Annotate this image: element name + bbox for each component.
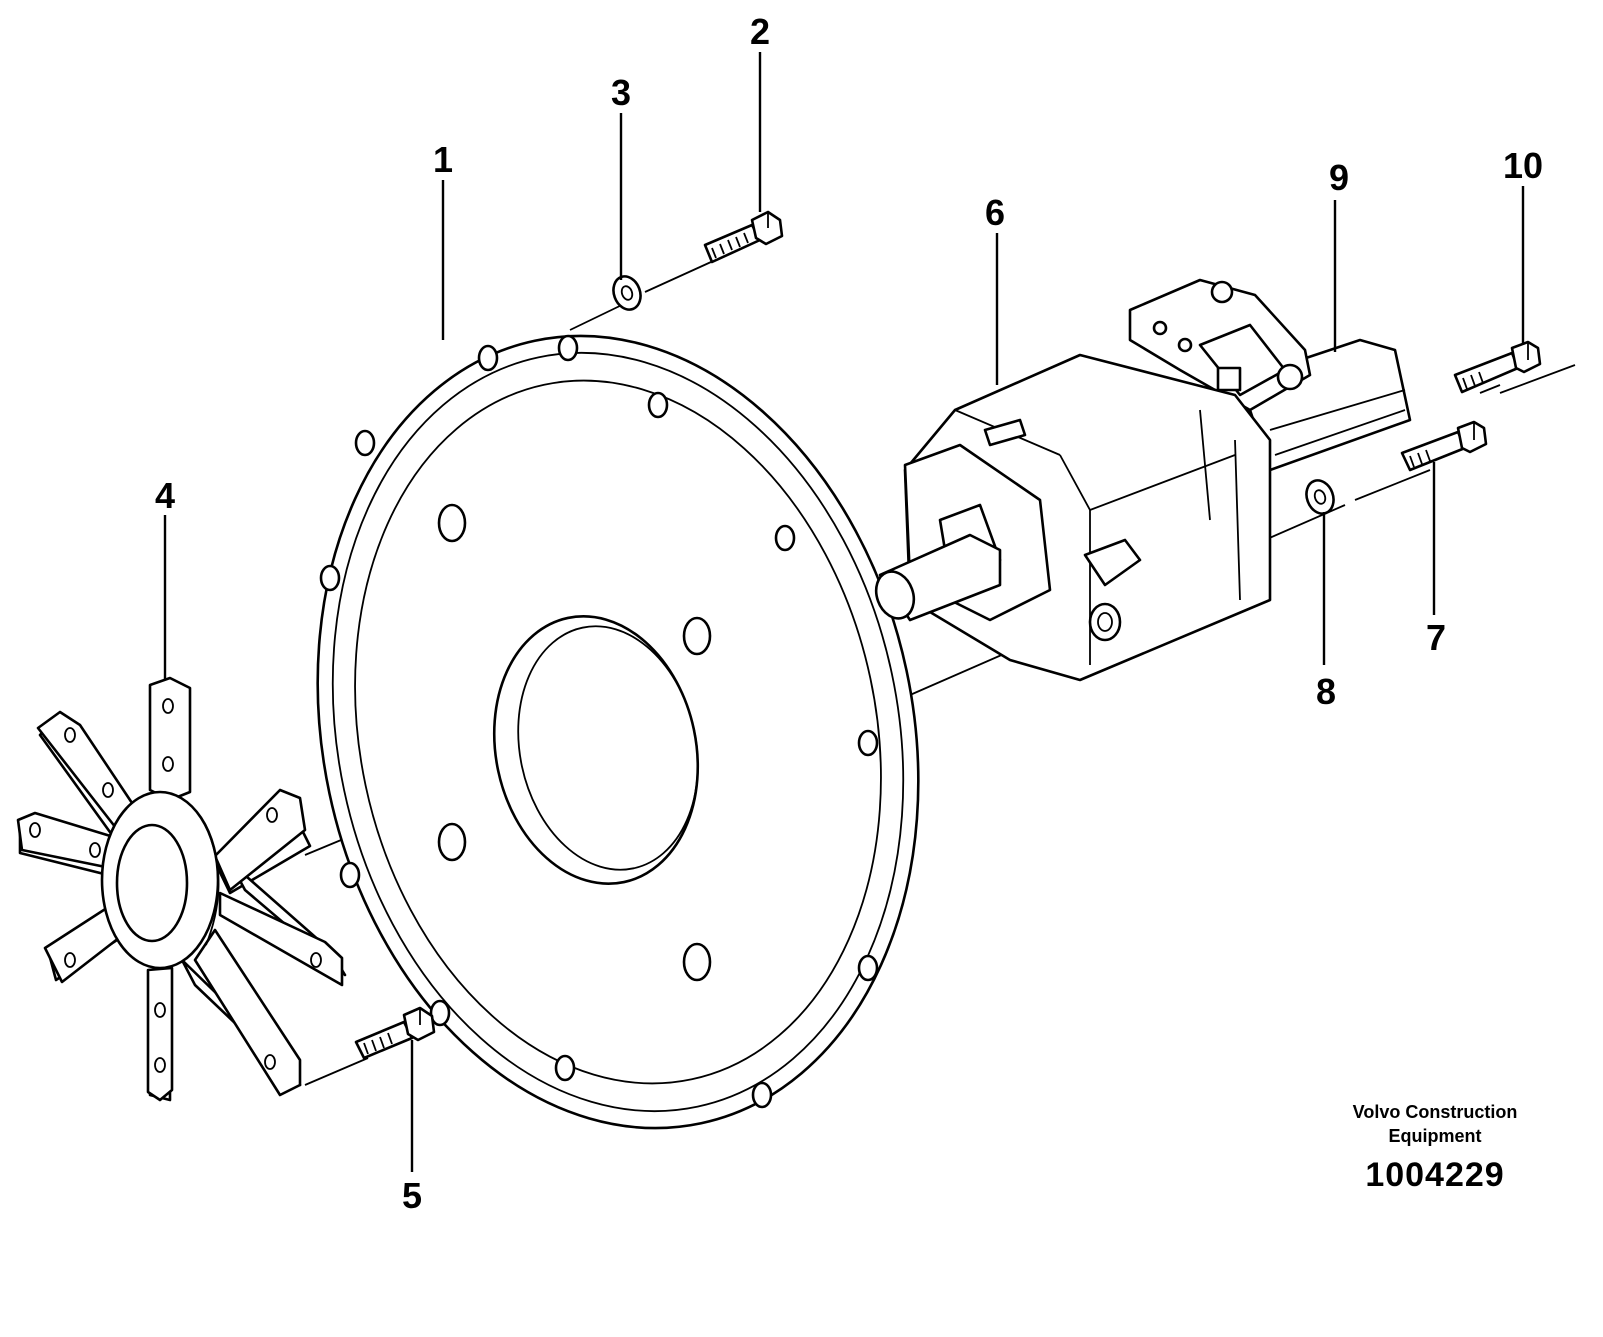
company-name: Volvo Construction Equipment <box>1352 1102 1518 1146</box>
bolt-2 <box>703 210 784 264</box>
bolt-7 <box>1400 420 1488 472</box>
callout-2: 2 <box>750 11 770 52</box>
callout-6: 6 <box>985 192 1005 233</box>
callout-3: 3 <box>611 72 631 113</box>
washer-3 <box>612 275 642 311</box>
washer-8 <box>1305 479 1335 515</box>
callout-10: 10 <box>1503 145 1543 186</box>
callout-4: 4 <box>155 475 175 516</box>
bolt-10 <box>1453 340 1542 394</box>
callout-numbers: 1 2 3 4 5 6 7 8 9 10 <box>155 11 1543 1216</box>
callout-7: 7 <box>1426 617 1446 658</box>
flange-plate <box>316 334 920 1130</box>
rim-bolt-holes <box>319 334 879 1109</box>
inner-bolt-holes <box>437 503 712 982</box>
leader-lines <box>163 52 1525 1172</box>
coupling-hub <box>16 676 347 1102</box>
publisher-credit: Volvo Construction Equipment 1004229 <box>1325 1100 1545 1195</box>
illustration-number: 1004229 <box>1365 1156 1505 1194</box>
hydraulic-pump <box>874 278 1412 682</box>
callout-9: 9 <box>1329 157 1349 198</box>
callout-5: 5 <box>402 1175 422 1216</box>
callout-1: 1 <box>433 139 453 180</box>
callout-8: 8 <box>1316 671 1336 712</box>
bolt-5 <box>354 1006 436 1060</box>
